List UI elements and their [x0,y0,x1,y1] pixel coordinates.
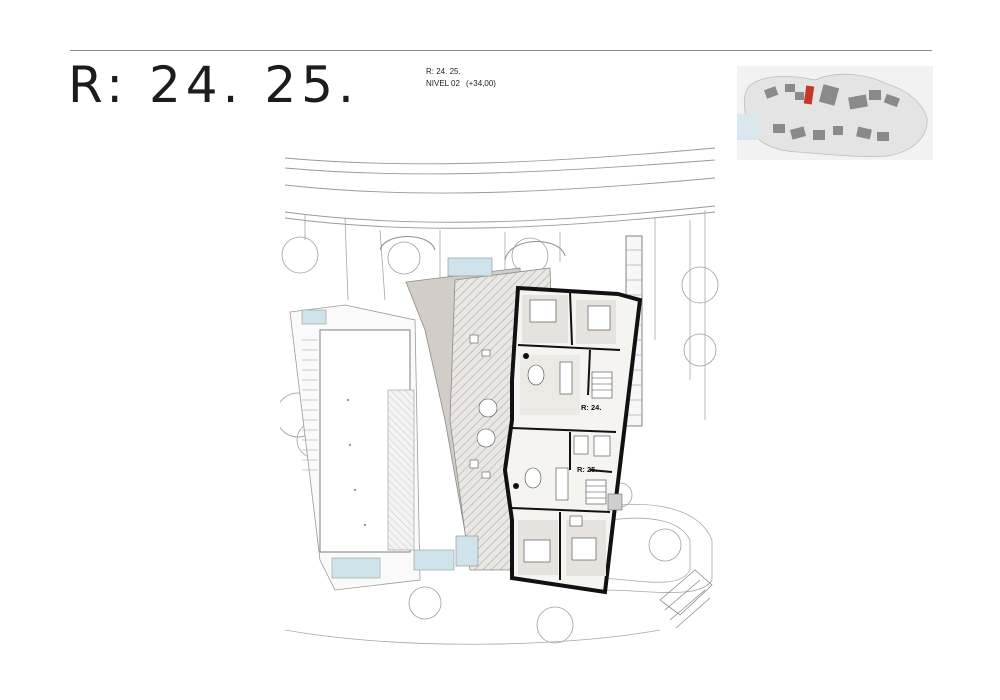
info-subtitle: R: 24. 25. [426,67,461,76]
unit-label-25: R: 25. [577,465,597,474]
unit-labels: R: 24. R: 25. [577,403,601,474]
site-lines [284,210,713,645]
unit-label-24: R: 24. [581,403,601,412]
stair [585,371,613,505]
page-title: R: 24. 25. [68,56,359,114]
road-edges [284,147,716,229]
level-label: NIVEL 02 [426,79,460,88]
pool-block [289,304,455,591]
info-level-line: NIVEL 02 (+34,00) [426,78,496,90]
stair-feature [659,569,713,629]
info-block: R: 24. 25. NIVEL 02 (+34,00) [426,66,496,90]
key-plan [737,66,933,160]
building [502,285,643,595]
header-rule [70,50,932,51]
highlighted-building [803,85,815,105]
curbs [379,236,566,261]
elevation-label: (+34,00) [465,79,496,88]
floor-plan: R: 24. R: 25. [280,147,719,645]
